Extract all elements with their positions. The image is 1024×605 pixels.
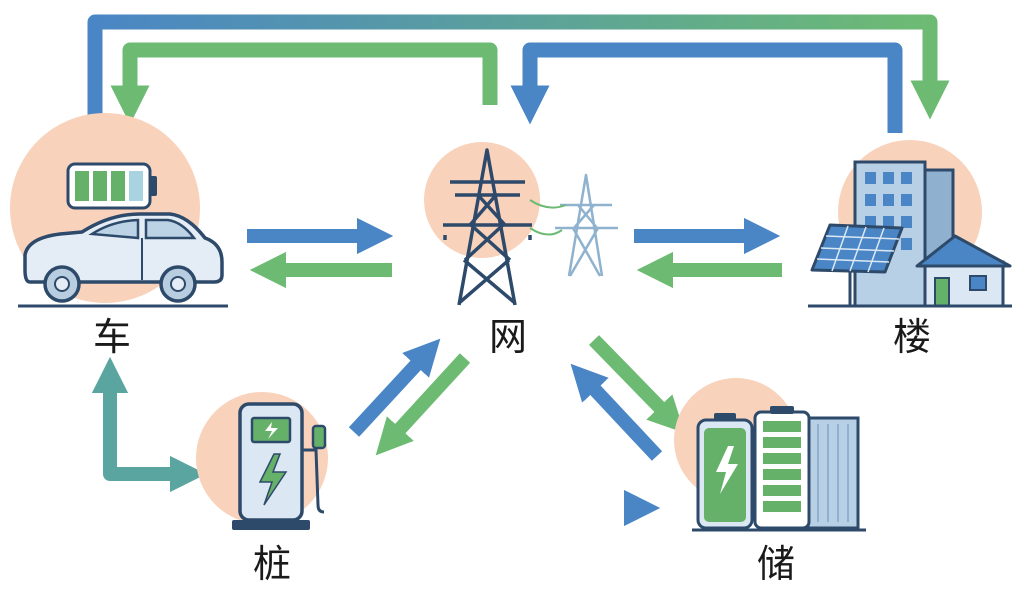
- storage-label: 储: [757, 542, 795, 586]
- arrow-grid-to-car: [110, 42, 498, 125]
- grid-label: 网: [489, 315, 527, 359]
- battery-icon: [66, 162, 157, 210]
- transmission-tower-icon: [443, 148, 532, 306]
- diagonal-arrows: [348, 335, 685, 461]
- horizontal-arrows: [247, 217, 782, 289]
- arrow-storage-to-grid: [570, 363, 663, 461]
- arrow-car-to-building: [87, 14, 950, 133]
- building-node: 楼: [808, 140, 1012, 359]
- charger-arrows: [91, 356, 661, 527]
- arrow-charger-car-link: [91, 356, 190, 481]
- car-node: 车: [10, 113, 228, 359]
- charger-label: 桩: [253, 542, 291, 586]
- small-tower-icon: [555, 173, 618, 277]
- battery-stack-icon: [753, 406, 811, 530]
- charging-station-icon: [232, 402, 327, 530]
- battery-cell-icon: [696, 413, 754, 530]
- storage-cabinet-icon: [806, 416, 860, 530]
- house-icon: [915, 234, 1012, 308]
- building-label: 楼: [893, 315, 931, 359]
- car-label: 车: [93, 315, 131, 359]
- arrow-charger-to-grid: [348, 338, 441, 437]
- car-icon: [18, 212, 228, 308]
- power-lines: [529, 199, 567, 236]
- arrow-grid-to-charger: [375, 353, 471, 456]
- solar-panel-icon: [810, 223, 904, 306]
- charger-node: 桩: [196, 392, 328, 586]
- lightning-bolt-icon: [716, 446, 738, 494]
- top-arrows: [87, 14, 950, 133]
- grid-node: 网: [424, 142, 618, 359]
- arrow-grid-to-storage: [588, 335, 685, 434]
- storage-node: 储: [674, 378, 866, 586]
- lightning-bolt-icon: [258, 453, 288, 506]
- arrow-building-to-grid: [510, 42, 903, 133]
